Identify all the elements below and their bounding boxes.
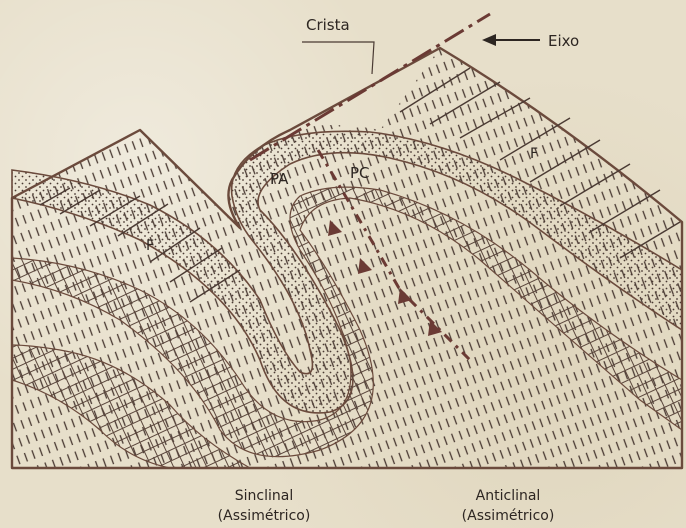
crest-leader — [302, 42, 374, 74]
left-flank-label: F — [146, 238, 154, 254]
axial-plane-label: PA — [270, 170, 289, 188]
axis-arrow-head — [482, 34, 496, 46]
crest-plane-label: PC — [350, 164, 370, 182]
right-flank-label: F — [530, 146, 538, 162]
syncline-label-2: (Assimétrico) — [218, 508, 311, 524]
syncline-label-1: Sinclinal — [235, 488, 293, 504]
anticline-label-1: Anticlinal — [476, 488, 541, 504]
anticline-label-2: (Assimétrico) — [462, 508, 555, 524]
crest-label: Crista — [306, 16, 350, 34]
axis-label: Eixo — [548, 32, 579, 50]
